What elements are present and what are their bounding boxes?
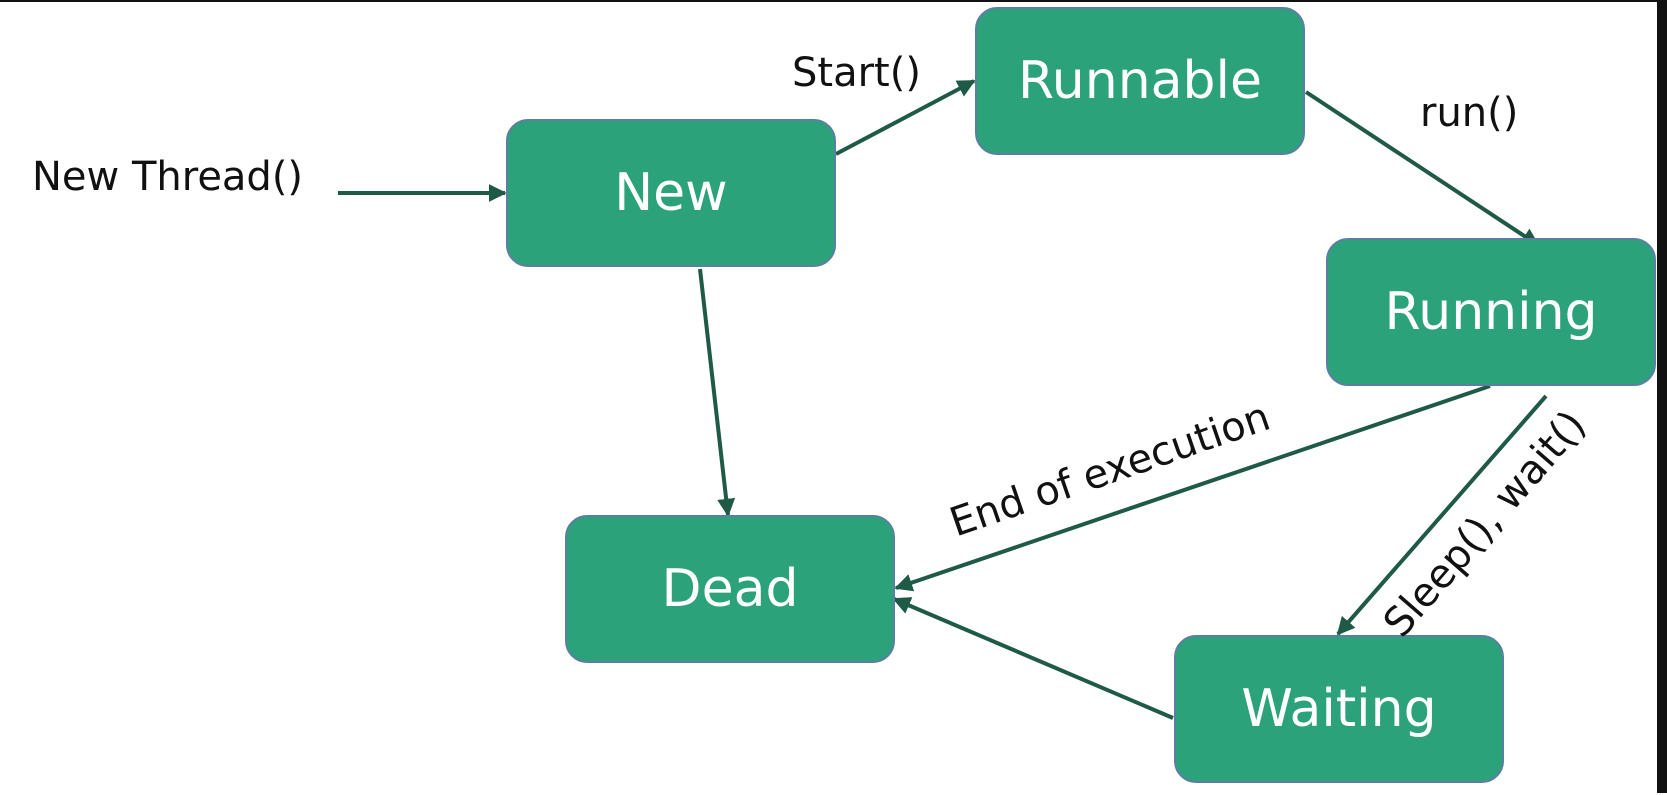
arrow-new-to-runnable [835, 79, 976, 156]
arrow-running-to-dead [894, 384, 1491, 592]
arrow-running-to-waiting [1336, 394, 1548, 636]
state-new: New [506, 119, 836, 267]
state-runnable: Runnable [975, 7, 1305, 155]
arrow-runnable-to-running [1304, 90, 1540, 247]
label-new-thread: New Thread() [32, 154, 304, 200]
arrow-new-to-dead [698, 268, 736, 517]
label-run: run() [1420, 90, 1519, 136]
state-running: Running [1326, 238, 1656, 386]
state-dead: Dead [565, 515, 895, 663]
state-waiting: Waiting [1174, 635, 1504, 783]
arrow-waiting-to-dead [892, 597, 1174, 720]
label-start: Start() [792, 50, 921, 96]
